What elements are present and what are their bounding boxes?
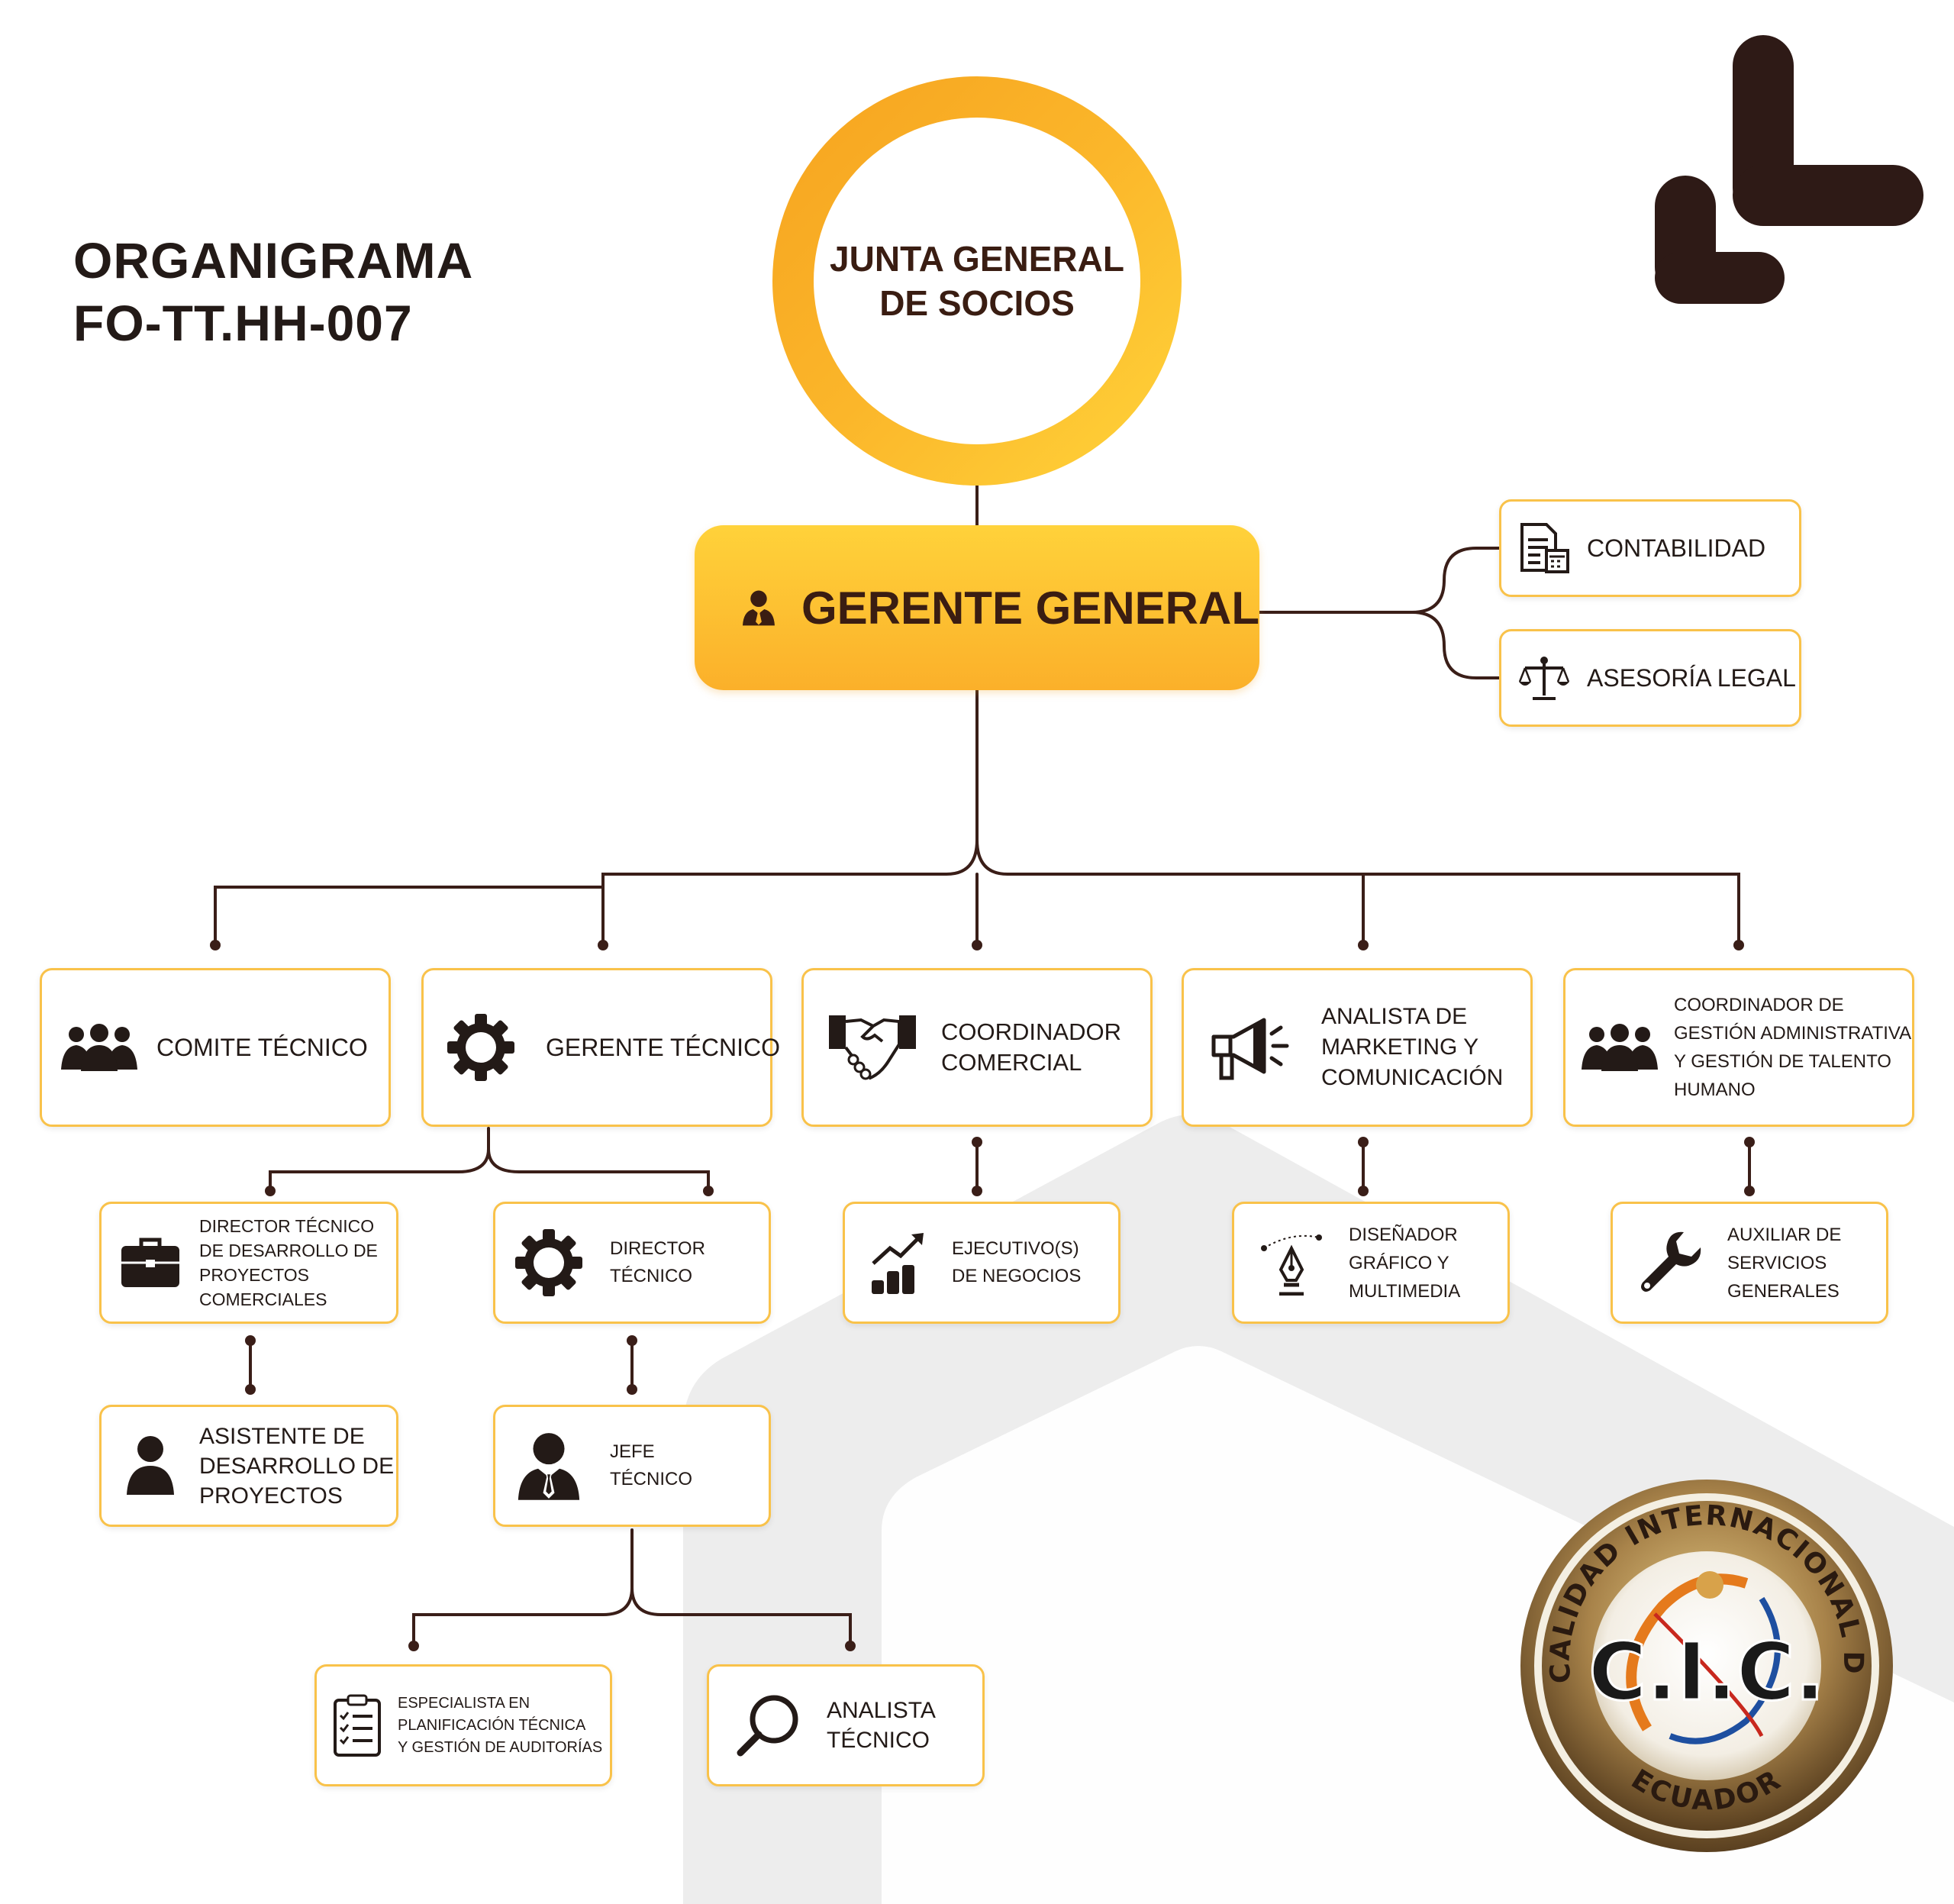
asistente-desarrollo-node: ASISTENTE DE DESARROLLO DE PROYECTOS <box>99 1405 398 1527</box>
auxiliar-servicios-node: AUXILIAR DE SERVICIOS GENERALES <box>1611 1202 1888 1324</box>
gerente-general-label: GERENTE GENERAL <box>801 582 1259 634</box>
asesoria-legal-node: ASESORÍA LEGAL <box>1499 629 1801 727</box>
accounting-icon <box>1520 523 1569 573</box>
auxiliar-servicios-label: AUXILIAR DE SERVICIOS GENERALES <box>1727 1224 1842 1302</box>
gerente-general-node: GERENTE GENERAL <box>695 525 1259 690</box>
title-line-1: ORGANIGRAMA <box>73 232 474 289</box>
especialista-planificacion-label: ESPECIALISTA EN PLANIFICACIÓN TÉCNICA Y … <box>398 1694 603 1756</box>
coordinador-comercial-node: COORDINADOR COMERCIAL <box>801 968 1153 1127</box>
scales-icon <box>1519 657 1569 700</box>
especialista-planificacion-node: ESPECIALISTA EN PLANIFICACIÓN TÉCNICA Y … <box>314 1664 612 1786</box>
brand-logo <box>1655 35 1923 304</box>
contabilidad-label: CONTABILIDAD <box>1587 534 1766 562</box>
manager-icon <box>742 590 775 626</box>
wrench-icon <box>1641 1231 1701 1292</box>
pen-tool-icon <box>1261 1234 1322 1296</box>
jefe-tecnico-label: JEFE TÉCNICO <box>610 1441 692 1489</box>
junta-line-1: JUNTA GENERAL <box>830 239 1124 279</box>
asistente-desarrollo-label: ASISTENTE DE DESARROLLO DE PROYECTOS <box>199 1423 395 1509</box>
ejecutivo-negocios-node: EJECUTIVO(S) DE NEGOCIOS <box>843 1202 1120 1324</box>
gerente-tecnico-label: GERENTE TÉCNICO <box>546 1033 780 1061</box>
director-tecnico-node: DIRECTOR TÉCNICO <box>493 1202 771 1324</box>
title-line-2: FO-TT.HH-007 <box>73 295 413 351</box>
briefcase-icon <box>121 1238 179 1287</box>
team-icon <box>1582 1024 1658 1071</box>
gerente-tecnico-node: GERENTE TÉCNICO <box>421 968 780 1127</box>
person-icon <box>127 1436 174 1495</box>
director-tecnico-label: DIRECTOR TÉCNICO <box>610 1238 705 1286</box>
ejecutivo-negocios-label: EJECUTIVO(S) DE NEGOCIOS <box>952 1238 1082 1286</box>
growth-chart-icon <box>872 1233 924 1294</box>
jefe-tecnico-node: JEFE TÉCNICO <box>493 1405 771 1527</box>
analista-marketing-node: ANALISTA DE MARKETING Y COMUNICACIÓN <box>1182 968 1533 1127</box>
junta-line-2: DE SOCIOS <box>879 283 1075 323</box>
director-desarrollo-label: DIRECTOR TÉCNICO DE DESARROLLO DE PROYEC… <box>199 1216 378 1309</box>
director-desarrollo-node: DIRECTOR TÉCNICO DE DESARROLLO DE PROYEC… <box>99 1202 398 1324</box>
contabilidad-node: CONTABILIDAD <box>1499 499 1801 597</box>
disenador-grafico-node: DISEÑADOR GRÁFICO Y MULTIMEDIA <box>1232 1202 1510 1324</box>
cic-seal-logo: CALIDAD INTERNACIONAL DE CERTIFICACIONES… <box>1517 1476 1893 1852</box>
comite-tecnico-label: COMITE TÉCNICO <box>156 1033 368 1061</box>
analista-tecnico-node: ANALISTA TÉCNICO <box>707 1664 985 1786</box>
asesoria-legal-label: ASESORÍA LEGAL <box>1587 663 1796 692</box>
coordinador-gestion-node: COORDINADOR DE GESTIÓN ADMINISTRATIVA Y … <box>1563 968 1914 1127</box>
page-title: ORGANIGRAMA FO-TT.HH-007 <box>73 229 473 354</box>
comite-tecnico-node: COMITE TÉCNICO <box>40 968 391 1127</box>
manager-icon <box>518 1433 580 1500</box>
analista-tecnico-label: ANALISTA TÉCNICO <box>827 1698 936 1753</box>
coordinador-gestion-label: COORDINADOR DE GESTIÓN ADMINISTRATIVA Y … <box>1674 995 1912 1100</box>
seal-center-text: C.I.C. <box>1588 1625 1825 1718</box>
megaphone-icon <box>1211 1018 1289 1080</box>
magnifier-icon <box>737 1695 798 1757</box>
analista-marketing-label: ANALISTA DE MARKETING Y COMUNICACIÓN <box>1321 1004 1504 1090</box>
team-icon <box>61 1024 137 1071</box>
junta-general-node: JUNTA GENERAL DE SOCIOS <box>772 76 1182 486</box>
handshake-icon <box>829 1015 916 1080</box>
gear-icon <box>515 1229 582 1296</box>
gear-icon <box>447 1014 514 1081</box>
coordinador-comercial-label: COORDINADOR COMERCIAL <box>941 1018 1121 1076</box>
disenador-grafico-label: DISEÑADOR GRÁFICO Y MULTIMEDIA <box>1349 1224 1461 1302</box>
checklist-icon <box>334 1694 381 1757</box>
